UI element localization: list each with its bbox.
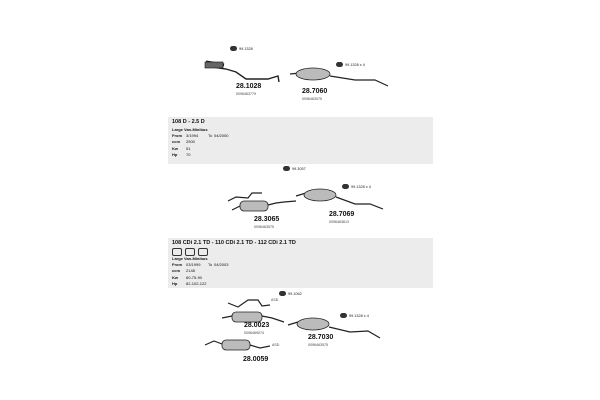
ref-badge-mid-2: 99.1328 x 4 [342, 184, 371, 189]
front-pipe-bottom [221, 299, 285, 323]
vehicle-title: 108 CDi 2.1 TD - 110 CDi 2.1 TD - 112 CD… [172, 240, 296, 246]
vehicle-model: Large Van-Minibus [172, 256, 208, 261]
part-code: 0096463575 [254, 225, 274, 229]
ref-badge-bottom-2: 99.1328 x 4 [340, 313, 369, 318]
part-code: 0096463779 [236, 92, 256, 96]
part-code: 0096469074 [244, 331, 264, 335]
part-number: 28.1028 [236, 83, 262, 90]
clamp-icon [336, 62, 343, 67]
clamp-icon [283, 166, 290, 171]
fitment-icons [172, 248, 208, 256]
clamp-icon [230, 46, 237, 51]
front-pipe-top [204, 60, 280, 83]
catalytic-converter-bottom [204, 339, 271, 351]
rear-silencer-top [289, 67, 389, 87]
car-front-icon [172, 248, 182, 256]
part-number: 28.0059 [243, 356, 269, 363]
car-rear-icon [198, 248, 208, 256]
part-label: ASD [272, 343, 280, 347]
part-number: 28.0023 [244, 322, 270, 329]
ref-badge-mid-1: 99.3057 [283, 166, 306, 171]
clamp-icon [279, 291, 286, 296]
part-code: 0096463613 [329, 220, 349, 224]
ref-badge-bottom-1: 99.1062 [279, 291, 302, 296]
rear-silencer-mid [295, 188, 384, 210]
part-label: ASD [271, 298, 279, 302]
ref-badge-top-2: 99.1328 x 4 [336, 62, 365, 67]
clamp-icon [342, 184, 349, 189]
part-code: 0096463575 [308, 343, 328, 347]
vehicle-info-band-2: 108 CDi 2.1 TD - 110 CDi 2.1 TD - 112 CD… [168, 238, 433, 288]
rear-silencer-bottom [287, 317, 381, 339]
car-side-icon [185, 248, 195, 256]
front-pipe-mid [227, 192, 297, 212]
part-code: 0096463075 [302, 97, 322, 101]
part-number: 28.7060 [302, 88, 328, 95]
vehicle-model: Large Van-Minibus [172, 127, 208, 132]
vehicle-title: 108 D - 2.5 D [172, 119, 205, 125]
ref-badge-top-1: 99.1328 [230, 46, 253, 51]
part-number: 28.7030 [308, 334, 334, 341]
part-number: 28.7069 [329, 211, 355, 218]
part-number: 28.3065 [254, 216, 280, 223]
clamp-icon [340, 313, 347, 318]
